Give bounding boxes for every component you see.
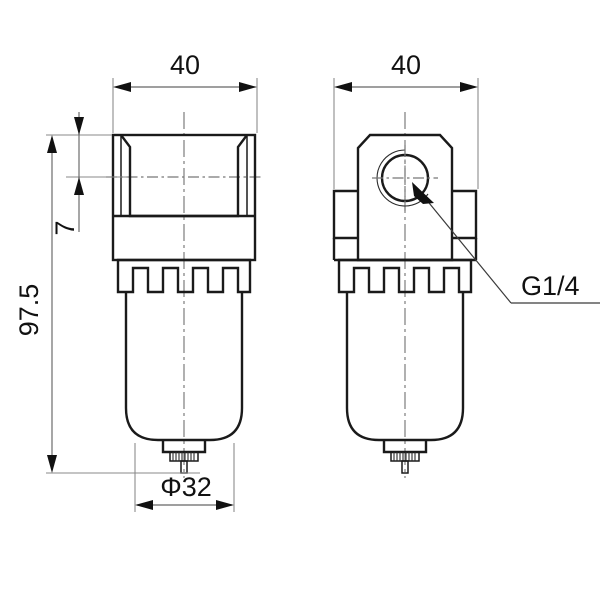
bowl-dia-label: Φ32	[160, 472, 212, 502]
dimension-top-offset: 7	[50, 112, 128, 236]
dimension-side-width: 40	[333, 50, 479, 189]
port-thread-label: G1/4	[521, 271, 580, 301]
side-width-arrow-right	[460, 82, 478, 92]
dimension-front-width: 40	[112, 50, 258, 133]
side-right-flange	[452, 189, 478, 240]
top-offset-arrow-top	[74, 117, 84, 135]
port-leader-line	[415, 186, 512, 304]
bowl-dia-arrow-left	[135, 500, 153, 510]
total-height-arrow-top	[47, 135, 57, 153]
dimension-bowl-diameter: Φ32	[134, 443, 235, 512]
side-width-label: 40	[391, 50, 421, 80]
top-offset-arrow-bottom	[74, 177, 84, 195]
front-bowl-outline	[124, 292, 244, 442]
front-fin-comb	[116, 258, 252, 294]
port-leader-arrowhead	[412, 182, 434, 204]
side-drain-knurl-teeth	[393, 452, 416, 461]
bowl-dia-arrow-right	[216, 500, 234, 510]
front-view	[106, 112, 264, 478]
total-height-label: 97.5	[14, 284, 44, 337]
front-drain-knurl-teeth	[172, 452, 195, 461]
side-left-flange	[332, 189, 358, 240]
total-height-arrow-bottom	[47, 455, 57, 473]
side-width-arrow-left	[334, 82, 352, 92]
side-fin-comb	[337, 258, 473, 294]
dimension-total-height: 97.5	[14, 134, 200, 474]
side-bowl-outline	[345, 292, 465, 442]
callout-port-thread: G1/4	[412, 182, 600, 304]
side-drain-stem	[401, 460, 409, 474]
side-view	[332, 112, 478, 478]
front-width-arrow-right	[239, 82, 257, 92]
top-offset-label: 7	[50, 220, 80, 235]
front-width-arrow-left	[113, 82, 131, 92]
front-width-label: 40	[170, 50, 200, 80]
port-thread-arc	[376, 149, 429, 207]
